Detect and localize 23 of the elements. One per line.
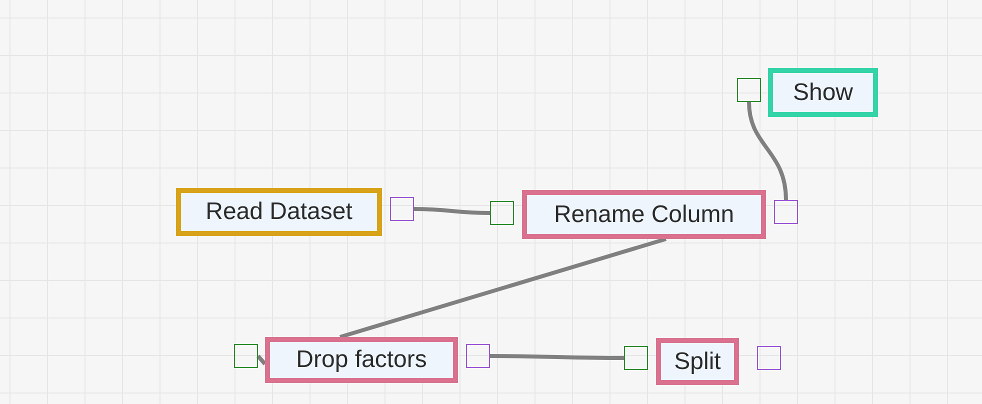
process-box — [176, 188, 382, 236]
input-port — [234, 344, 258, 368]
connector-line — [339, 237, 667, 339]
connector-line — [414, 207, 490, 215]
process-box — [768, 68, 878, 117]
node-label: Show — [792, 78, 854, 106]
output-port — [390, 197, 414, 221]
input-port — [624, 346, 648, 370]
process-box — [656, 338, 739, 385]
process-box — [522, 190, 766, 239]
node-label: Rename Column — [554, 200, 734, 228]
node-label: Read Dataset — [206, 198, 352, 226]
connector-line — [747, 102, 788, 200]
node-label: Split — [674, 348, 721, 376]
output-port — [466, 344, 490, 368]
process-box — [265, 337, 458, 383]
output-port — [774, 200, 798, 224]
connector-line — [256, 354, 266, 366]
connector-line — [490, 354, 624, 360]
input-port — [490, 201, 514, 225]
input-port — [737, 78, 761, 102]
output-port — [757, 346, 781, 370]
node-label: Drop factors — [296, 346, 427, 374]
